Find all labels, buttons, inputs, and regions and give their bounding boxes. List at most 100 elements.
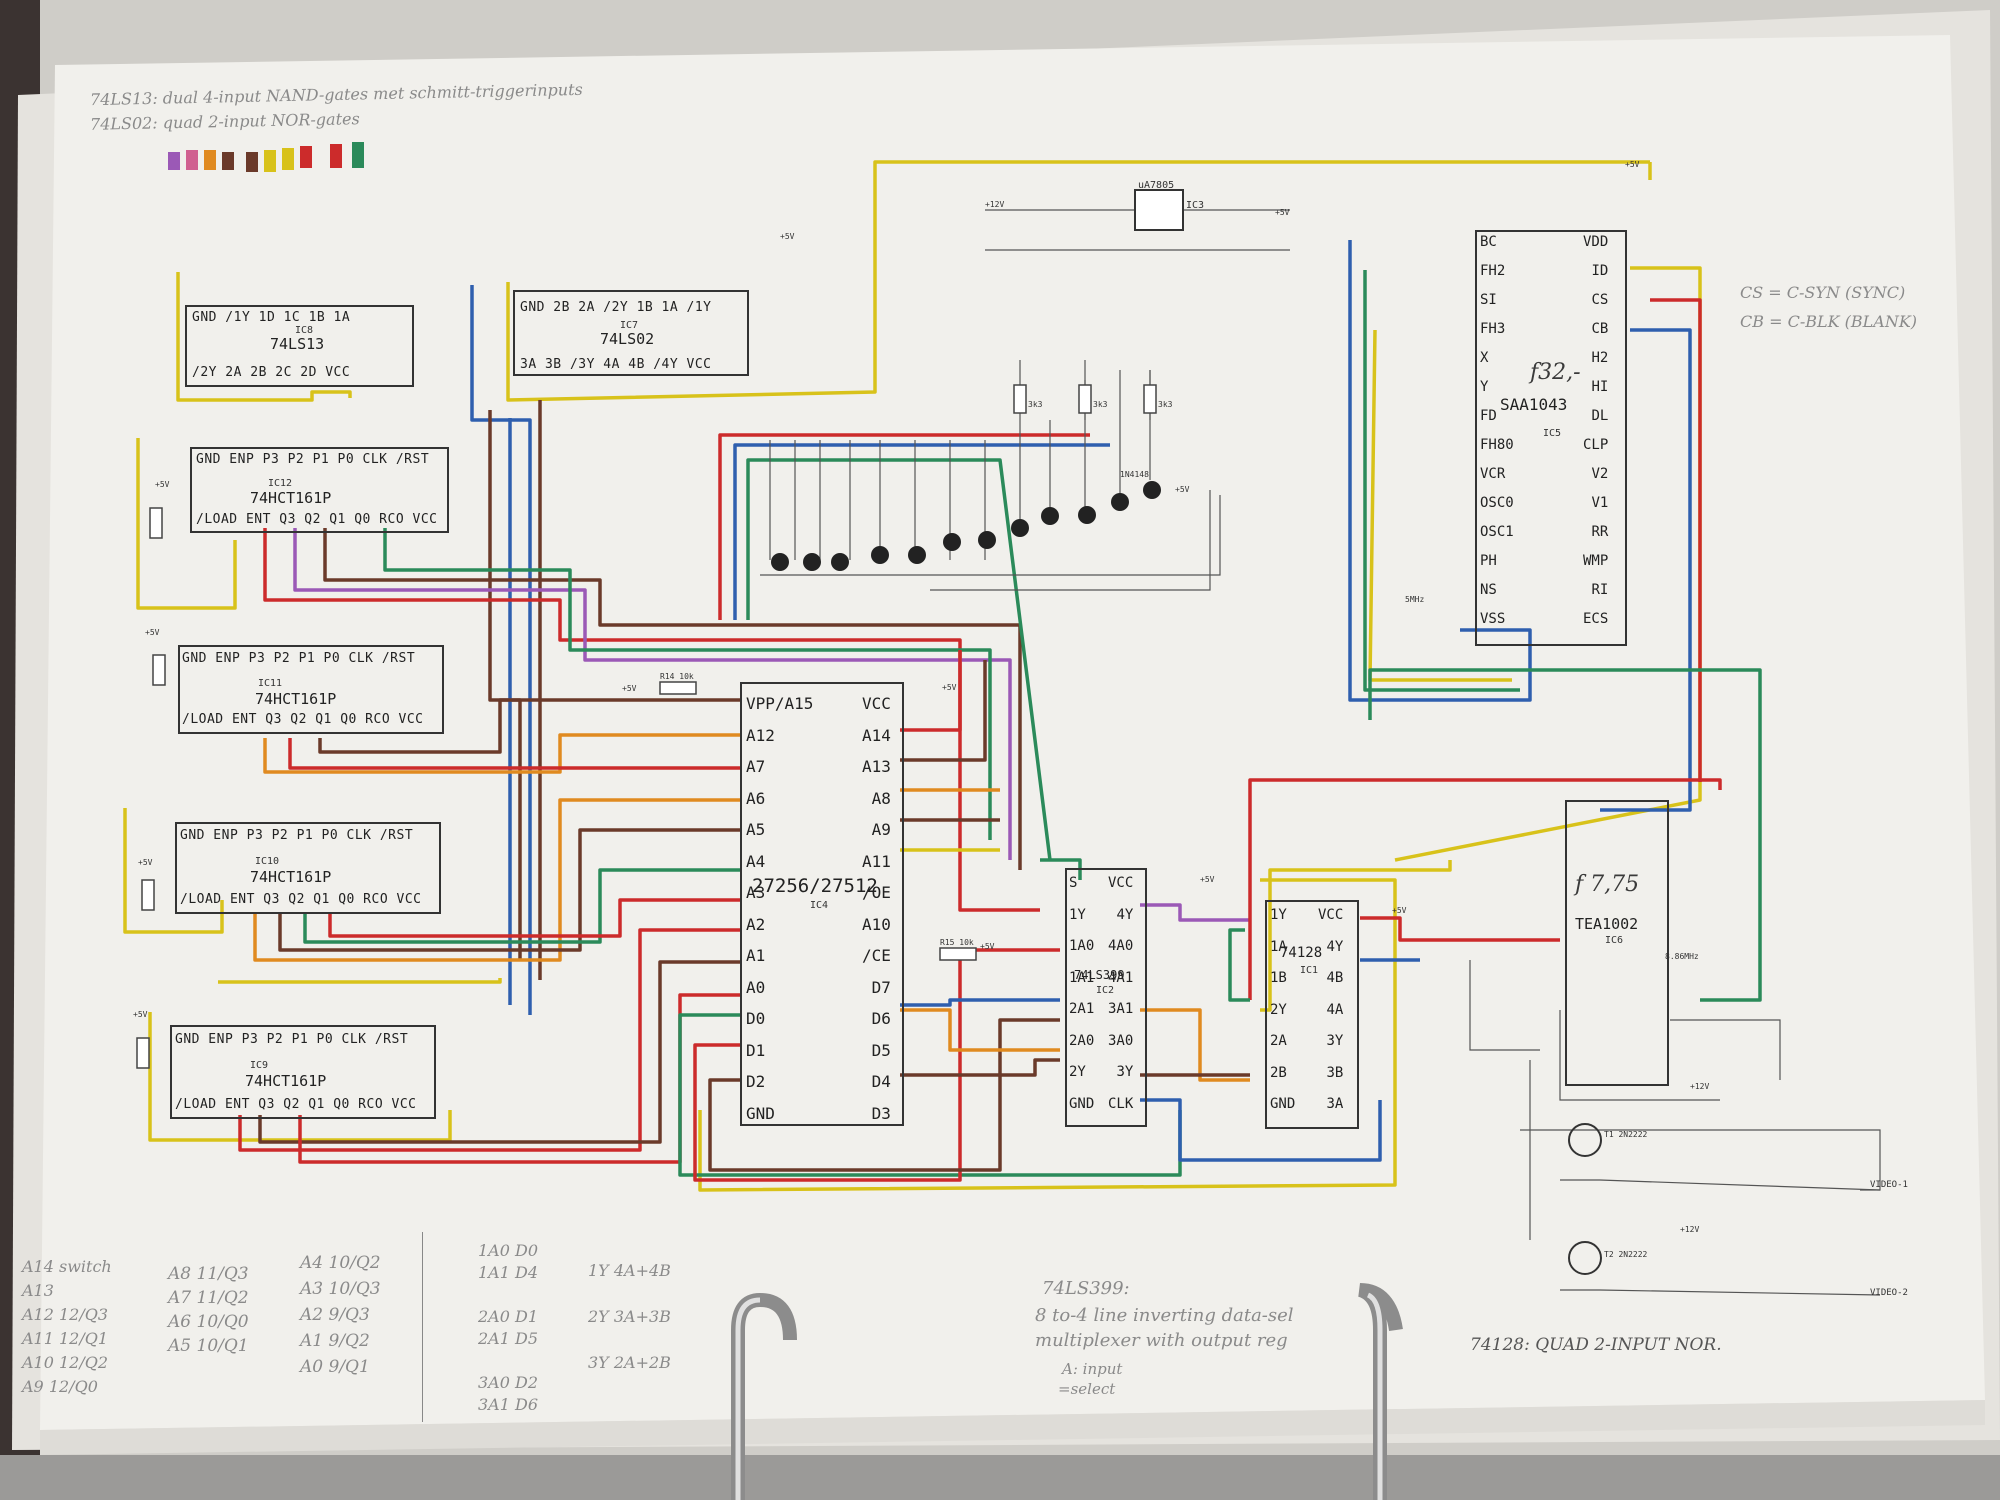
label-r14: R14 10k (660, 672, 694, 681)
wire-blue-left (470, 285, 532, 1015)
label-r13: 3k3 (1028, 400, 1043, 409)
thin-analog-4 (1469, 960, 1540, 1051)
ic5-left-pins: BC FH2 SI FH3 X Y FD FH80 VCR OSC0 OSC1 … (1480, 228, 1514, 634)
ic4-pin-r28: VCC (862, 694, 891, 713)
binder-ring-left-hl (735, 1297, 761, 1500)
map-c1-4: A11 12/Q1 (22, 1329, 109, 1348)
led-4 (871, 546, 889, 564)
chip-ic1 (1265, 900, 1359, 1129)
ic8-name: 74LS13 (270, 335, 325, 353)
map-c2-2: A7 11/Q2 (168, 1288, 249, 1308)
resistor-r13 (1013, 384, 1027, 414)
label-vcc-ic10: +5V (138, 858, 153, 867)
label-r12: 3k3 (1093, 400, 1108, 409)
resistor-r15 (939, 947, 977, 961)
led-10 (1078, 506, 1096, 524)
wire-brown-4 (258, 960, 740, 1144)
ic5-pin-l3: SI (1480, 292, 1497, 308)
ic6-name: TEA1002 (1575, 915, 1639, 933)
ic2-pin-l2: 1Y (1069, 906, 1086, 923)
ic2-pin-l7: 2Y (1069, 1064, 1086, 1080)
ic5-pin-l10: OSC0 (1480, 495, 1514, 511)
swatch-yellow-2 (282, 148, 294, 170)
map-c1-2: A13 (22, 1281, 54, 1300)
resistor-r14 (659, 681, 697, 695)
led-row (771, 481, 1161, 571)
ic10-top-pins: GND ENP P3 P2 P1 P0 CLK /RST (180, 828, 414, 843)
ic1-right-pins: VCC 4Y 4B 4A 3Y 3B 3A (1318, 900, 1343, 1121)
wire-red-loop (1248, 778, 1722, 1000)
ic2-pin-r12: 3A1 (1108, 1001, 1134, 1017)
ic4-pin-r15: D3 (871, 1103, 891, 1123)
ic5-pin-r27: ID (1591, 263, 1609, 279)
wire-brown-3 (278, 828, 740, 952)
wire-orange-d5 (900, 1008, 1060, 1052)
ic1-pin-r12: 4B (1326, 970, 1344, 986)
ic1-pin-l5: 2A (1270, 1033, 1287, 1049)
ic11-bot-pins: /LOAD ENT Q3 Q2 Q1 Q0 RCO VCC (182, 712, 424, 727)
color-swatches (168, 142, 364, 172)
label-vcc-reg: +5V (1275, 208, 1290, 217)
led-9 (1041, 507, 1059, 525)
swatch-red-2 (330, 144, 342, 168)
ic1-pin-r8: 3A (1326, 1096, 1344, 1112)
ic4-pin-l14: GND (746, 1103, 775, 1123)
ic7-name: 74LS02 (600, 330, 655, 348)
label-t1: T1 2N2222 (1604, 1130, 1648, 1139)
label-video1: VIDEO-1 (1870, 1180, 1908, 1190)
ic6-id: IC6 (1605, 935, 1624, 946)
mapping-divider (422, 1232, 423, 1422)
wire-red-1 (263, 528, 1040, 912)
ic4-pin-r26: A13 (862, 757, 891, 776)
chip-ic11 (178, 645, 444, 734)
wire-red-4 (238, 928, 740, 1152)
mapping-col1: A14 switch A13 A12 12/Q3 A11 12/Q1 A10 1… (22, 1255, 112, 1399)
ic4-pin-r20: /CE (862, 946, 891, 965)
wire-red-tea (1360, 916, 1560, 942)
led-11 (1111, 493, 1129, 511)
ic2-pin-l4: 1A1 (1069, 969, 1095, 986)
ic5-pin-l11: OSC1 (1480, 524, 1514, 540)
map-c3-1: A4 10/Q2 (300, 1253, 381, 1273)
ic9-bot-pins: /LOAD ENT Q3 Q2 Q1 Q0 RCO VCC (175, 1097, 417, 1112)
chip-ic6 (1565, 800, 1669, 1086)
ic5-pin-l13: NS (1480, 582, 1497, 598)
ic2-pin-l3: 1A0 (1069, 938, 1095, 954)
ic4-pin-r22: /OE (862, 883, 891, 902)
wire-green-led (746, 458, 1052, 861)
label-xtal: 5MHz (1405, 595, 1425, 604)
wires (123, 160, 1762, 1192)
label-vcc-ic11: +5V (145, 628, 160, 637)
ic4-pin-l9: A1 (746, 946, 766, 965)
ic8-bot-pins: /2Y 2A 2B 2C 2D VCC (192, 365, 351, 380)
ic1-pin-l6: 2B (1270, 1064, 1287, 1081)
ic1-pin-r14: VCC (1318, 907, 1344, 923)
transistor-t2 (1568, 1241, 1602, 1275)
note-ls399-title: 74LS399: (1042, 1278, 1130, 1299)
wire-orange-ls399 (1140, 1008, 1250, 1082)
ic11-top-pins: GND ENP P3 P2 P1 P0 CLK /RST (182, 651, 416, 666)
ic2-id: IC2 (1096, 985, 1115, 996)
swatch-yellow (264, 150, 276, 172)
resistor-r7 (149, 507, 163, 539)
ic3-id: IC3 (1186, 200, 1205, 211)
ic5-pin-r28: VDD (1583, 234, 1609, 250)
chip-ic10 (175, 822, 441, 914)
wire-yellow-ic9-top (218, 978, 502, 984)
ic4-pin-l6: A4 (746, 851, 766, 871)
wire-brown-d2 (708, 1018, 1060, 1172)
label-vcc-ce: +5V (980, 942, 995, 951)
wire-purple-s (1140, 903, 1250, 922)
ic4-right-pins: VCC A14 A13 A8 A9 A11 /OE A10 /CE D7 D6 … (862, 688, 891, 1129)
ic9-top-pins: GND ENP P3 P2 P1 P0 CLK /RST (175, 1032, 409, 1047)
wire-red-led (718, 433, 1090, 620)
wire-blue-saa (1348, 240, 1532, 702)
ic1-pin-l2: 1A (1270, 938, 1287, 955)
ic9-name: 74HCT161P (245, 1072, 327, 1090)
led-7 (978, 531, 996, 549)
desk-strip (0, 1455, 2000, 1500)
led-1 (771, 553, 789, 571)
ic4-id: IC4 (810, 900, 829, 911)
ic2-pin-r14: 4A0 (1108, 938, 1134, 954)
transistors (1568, 1123, 1602, 1275)
